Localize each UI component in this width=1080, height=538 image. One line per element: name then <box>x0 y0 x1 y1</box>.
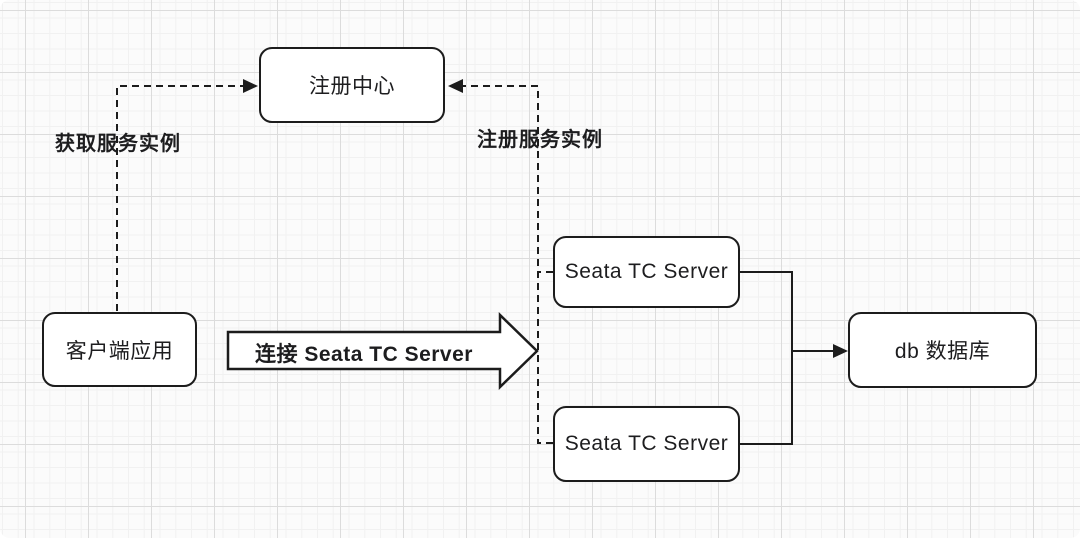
node-client: 客户端应用 <box>42 312 197 387</box>
db-connector-top <box>740 271 793 351</box>
connect-edge-label: 连接 Seata TC Server <box>255 343 473 366</box>
node-db: db 数据库 <box>848 312 1037 388</box>
node-registry: 注册中心 <box>259 47 445 123</box>
register-arrowhead-icon <box>448 79 463 93</box>
register-edge-label: 注册服务实例 <box>477 129 603 151</box>
node-tc-server-2-label: Seata TC Server <box>564 432 729 455</box>
db-arrowhead-icon <box>833 344 848 358</box>
fetch-edge-label: 获取服务实例 <box>55 133 181 155</box>
node-tc-server-1: Seata TC Server <box>553 236 740 308</box>
fetch-arrowhead-icon <box>243 79 258 93</box>
register-connector <box>461 85 553 444</box>
node-tc-server-1-label: Seata TC Server <box>564 260 729 283</box>
db-connector-bottom <box>740 351 793 445</box>
node-tc-server-2: Seata TC Server <box>553 406 740 482</box>
node-db-label: db 数据库 <box>894 340 991 363</box>
node-registry-label: 注册中心 <box>309 75 395 98</box>
fetch-connector <box>116 85 245 311</box>
connect-block-arrow <box>226 312 539 390</box>
node-client-label: 客户端应用 <box>65 339 174 363</box>
